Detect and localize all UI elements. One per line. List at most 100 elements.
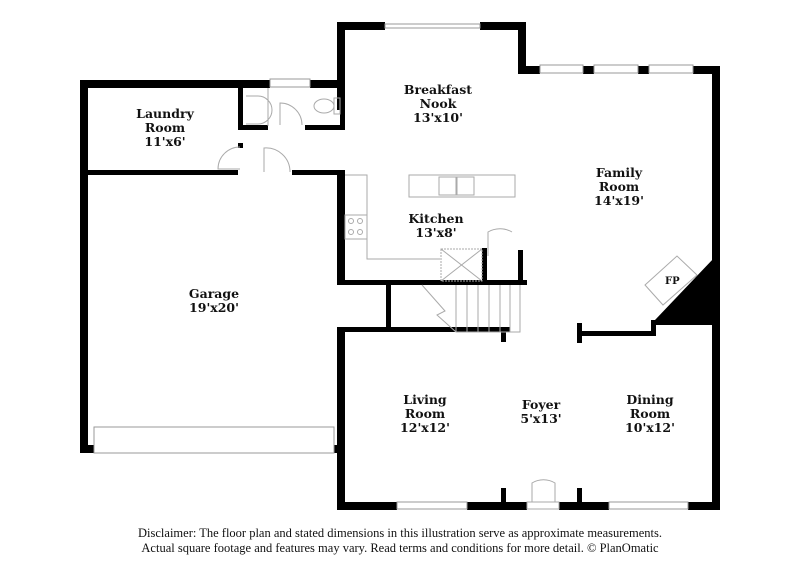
door-jamb: [238, 143, 243, 148]
wall-east: [712, 66, 720, 510]
wall-garage-north-right: [292, 170, 345, 175]
wall-bath-south-right: [305, 125, 345, 130]
disclaimer: Disclaimer: The floor plan and stated di…: [0, 526, 800, 556]
wall-bath-north: [310, 80, 345, 88]
room-label-family-room: Family Room 14'x19': [594, 166, 644, 208]
wall-nook-east: [518, 22, 526, 74]
front-door: [531, 479, 556, 502]
wall-garage-sw: [80, 445, 95, 453]
stove: [344, 214, 368, 240]
room-name: Garage: [188, 286, 240, 301]
room-name: Living: [403, 392, 447, 407]
fireplace-hearth: [644, 255, 698, 306]
wall-garage-west: [80, 80, 88, 450]
room-label-breakfast-nook: Breakfast Nook 13'x10': [404, 83, 472, 125]
wall-stair-west: [386, 280, 391, 330]
room-name: Foyer: [521, 397, 561, 412]
front-door-sill: [526, 501, 560, 510]
wall-family-north-3: [638, 66, 649, 74]
room-name: Breakfast: [403, 82, 473, 97]
wall-garage-east-upper: [337, 170, 345, 282]
room-dimensions: 13'x8': [415, 225, 457, 240]
burner-icon: [357, 229, 363, 235]
room-dimensions: 12'x12': [400, 420, 450, 435]
room-label-foyer: Foyer 5'x13': [520, 398, 561, 426]
wall-nook-west-upper: [337, 22, 345, 110]
sink-left: [438, 176, 457, 196]
disclaimer-line-2: Actual square footage and features may v…: [141, 541, 659, 555]
kitchen-island: [408, 174, 516, 198]
wall-south-2: [467, 502, 527, 510]
fireplace-chimney: [655, 258, 714, 320]
window-family-1: [539, 64, 584, 74]
wall-fp-base: [651, 320, 716, 325]
bath-sink: [246, 95, 273, 125]
wall-stub-3: [501, 488, 506, 503]
fireplace-label: FP: [665, 276, 680, 287]
garage-door: [93, 426, 335, 454]
window-family-2: [593, 64, 639, 74]
wall-south-4: [688, 502, 720, 510]
wall-bath-south-left: [238, 125, 268, 130]
staircase: [421, 284, 521, 333]
room-name: Kitchen: [408, 211, 464, 226]
wall-pantry-west: [482, 248, 487, 282]
window-bath: [269, 78, 311, 88]
room-name: Room: [144, 120, 186, 135]
room-dimensions: 13'x10': [413, 110, 463, 125]
fixtures: [217, 88, 698, 510]
room-label-living-room: Living Room 12'x12': [400, 393, 450, 435]
wall-living-north: [337, 327, 510, 332]
exterior-walls: [80, 22, 720, 510]
refrigerator: [440, 248, 483, 282]
wall-family-north-4: [693, 66, 720, 74]
burner-icon: [348, 229, 354, 235]
refrigerator-x: [440, 248, 483, 282]
sink-right: [456, 176, 475, 196]
toilet: [313, 98, 335, 114]
wall-south-1: [337, 502, 397, 510]
wall-bath-east: [340, 80, 345, 130]
wall-stub-4: [577, 488, 582, 503]
room-dimensions: 11'x6': [144, 134, 186, 149]
laundry-door: [217, 146, 241, 170]
windows: [93, 23, 694, 510]
wall-laundry-north: [80, 80, 270, 88]
room-dimensions: 10'x12': [625, 420, 675, 435]
room-label-laundry: Laundry Room 11'x6': [136, 107, 194, 149]
room-label-dining-room: Dining Room 10'x12': [625, 393, 675, 435]
bath-door: [279, 102, 303, 126]
wall-nook-north-left: [337, 22, 385, 30]
wall-dining-north: [577, 331, 655, 336]
room-name: Family: [595, 165, 643, 180]
room-label-kitchen: Kitchen 13'x8': [408, 212, 463, 240]
room-name: Room: [629, 406, 671, 421]
room-name: Room: [404, 406, 446, 421]
garage-door-swing: [263, 147, 291, 173]
room-label-garage: Garage 19'x20': [189, 287, 239, 315]
room-name: Nook: [419, 96, 457, 111]
pantry-door: [487, 228, 513, 256]
wall-kitchen-south: [337, 280, 527, 285]
wall-nook-north-right: [480, 22, 526, 30]
wall-family-north-2: [583, 66, 594, 74]
disclaimer-line-1: Disclaimer: The floor plan and stated di…: [138, 526, 662, 540]
wall-family-north-1: [518, 66, 540, 74]
window-living: [396, 501, 468, 510]
wall-fp-step: [651, 320, 656, 336]
wall-pantry-east: [518, 250, 523, 284]
room-dimensions: 19'x20': [189, 300, 239, 315]
burner-icon: [357, 218, 363, 224]
room-name: Laundry: [136, 106, 194, 121]
window-family-3: [648, 64, 694, 74]
room-name: Dining: [626, 392, 674, 407]
wall-laundry-garage: [88, 170, 238, 175]
window-dining: [608, 501, 689, 510]
toilet-tank: [333, 97, 341, 115]
wall-garage-east-lower: [337, 330, 345, 450]
interior-walls: [88, 80, 716, 503]
burner-icon: [348, 218, 354, 224]
window-sliding-door: [384, 23, 481, 29]
room-name: Room: [598, 179, 640, 194]
